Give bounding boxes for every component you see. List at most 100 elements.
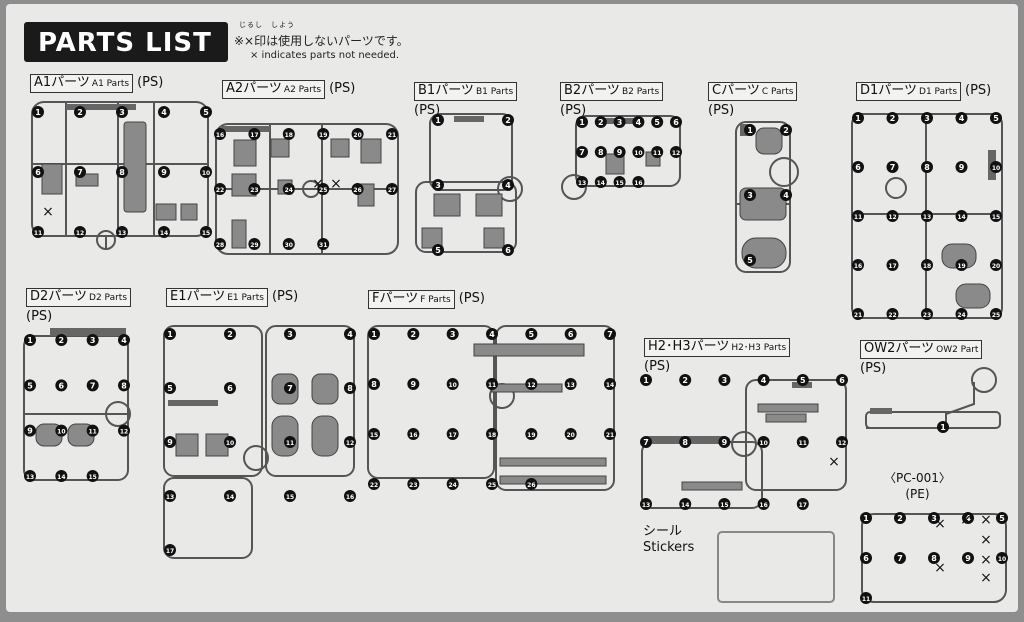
svg-text:17: 17 bbox=[888, 263, 896, 270]
svg-text:1: 1 bbox=[435, 116, 441, 125]
svg-text:1: 1 bbox=[27, 336, 33, 345]
svg-text:3: 3 bbox=[924, 114, 930, 123]
svg-text:11: 11 bbox=[854, 214, 862, 221]
part-marker-e1-10: 10 bbox=[224, 436, 236, 448]
svg-text:15: 15 bbox=[720, 502, 728, 509]
part-marker-pc-8: 8 bbox=[928, 552, 940, 564]
svg-text:4: 4 bbox=[959, 114, 965, 123]
runner-h-frame-upper bbox=[745, 379, 847, 491]
part-marker-e1-5: 5 bbox=[164, 382, 176, 394]
part-marker-a1-2: 2 bbox=[74, 106, 86, 118]
svg-text:9: 9 bbox=[161, 168, 167, 177]
part-marker-a2-19: 19 bbox=[317, 128, 330, 140]
part-marker-b2-7: 7 bbox=[576, 146, 588, 158]
svg-text:9: 9 bbox=[965, 554, 971, 563]
part-marker-a2-26: 26 bbox=[351, 183, 364, 195]
part-marker-a2-17: 17 bbox=[248, 128, 261, 140]
svg-text:2: 2 bbox=[682, 376, 688, 385]
svg-text:3: 3 bbox=[617, 118, 623, 127]
part-marker-d1-7: 7 bbox=[886, 161, 899, 173]
part-marker-a2-23: 23 bbox=[248, 183, 261, 195]
part-marker-f-4: 4 bbox=[486, 328, 498, 340]
part-marker-d1-1: 1 bbox=[852, 112, 864, 124]
svg-text:21: 21 bbox=[854, 312, 862, 319]
svg-text:2: 2 bbox=[59, 336, 65, 345]
part-marker-h-2: 2 bbox=[679, 374, 692, 386]
part-marker-e1-9: 9 bbox=[164, 436, 176, 448]
svg-text:11: 11 bbox=[488, 382, 496, 389]
runner-f-frame-right bbox=[495, 325, 615, 491]
part-marker-f-20: 20 bbox=[564, 428, 577, 440]
part-marker-h-16: 16 bbox=[757, 498, 770, 510]
part-marker-d1-5: 5 bbox=[990, 112, 1002, 124]
svg-text:14: 14 bbox=[606, 382, 614, 389]
part-marker-e1-14: 14 bbox=[224, 490, 236, 502]
runner-b1-frame bbox=[429, 113, 513, 191]
svg-text:16: 16 bbox=[854, 263, 862, 270]
svg-text:17: 17 bbox=[799, 502, 807, 509]
svg-text:5: 5 bbox=[529, 330, 535, 339]
part-marker-d2-10: 10 bbox=[55, 424, 68, 437]
svg-text:20: 20 bbox=[566, 432, 574, 439]
part-marker-f-8: 8 bbox=[368, 378, 380, 390]
svg-text:10: 10 bbox=[759, 440, 767, 447]
runner-ow2-frame bbox=[866, 382, 975, 429]
svg-text:2: 2 bbox=[783, 126, 789, 135]
svg-text:5: 5 bbox=[435, 246, 441, 255]
svg-text:25: 25 bbox=[319, 187, 327, 194]
part-marker-f-24: 24 bbox=[446, 478, 459, 490]
runner-b1-frame-lower bbox=[415, 181, 517, 253]
svg-text:1: 1 bbox=[579, 118, 585, 127]
svg-text:6: 6 bbox=[568, 330, 574, 339]
part-marker-f-26: 26 bbox=[525, 478, 538, 490]
part-marker-a2-31: 31 bbox=[317, 238, 330, 250]
part-marker-f-10: 10 bbox=[446, 378, 459, 390]
svg-text:13: 13 bbox=[578, 180, 586, 187]
svg-text:2: 2 bbox=[77, 108, 83, 117]
svg-text:17: 17 bbox=[166, 548, 174, 555]
part-marker-d2-7: 7 bbox=[86, 379, 99, 392]
unused-x-mark: × bbox=[980, 552, 992, 568]
part-marker-b1-1: 1 bbox=[432, 114, 444, 126]
svg-text:7: 7 bbox=[90, 381, 96, 390]
part-marker-a1-5: 5 bbox=[200, 106, 212, 118]
svg-text:16: 16 bbox=[634, 180, 642, 187]
part-marker-d1-12: 12 bbox=[886, 210, 899, 222]
svg-text:6: 6 bbox=[855, 163, 861, 172]
svg-text:15: 15 bbox=[286, 494, 294, 501]
svg-text:12: 12 bbox=[346, 440, 354, 447]
svg-text:20: 20 bbox=[992, 263, 1000, 270]
unused-x-mark: × bbox=[934, 516, 946, 532]
svg-text:6: 6 bbox=[227, 384, 233, 393]
svg-text:11: 11 bbox=[286, 440, 294, 447]
part-marker-f-5: 5 bbox=[525, 328, 538, 340]
svg-text:9: 9 bbox=[167, 438, 173, 447]
svg-text:2: 2 bbox=[890, 114, 896, 123]
svg-text:1: 1 bbox=[167, 330, 173, 339]
svg-text:6: 6 bbox=[863, 554, 869, 563]
svg-text:10: 10 bbox=[992, 165, 1000, 172]
svg-text:26: 26 bbox=[527, 482, 535, 489]
runner-b2-frame bbox=[575, 115, 681, 187]
part-marker-a1-10: 10 bbox=[200, 166, 212, 178]
svg-text:14: 14 bbox=[160, 230, 168, 237]
part-marker-h-17: 17 bbox=[796, 498, 809, 510]
part-marker-h-15: 15 bbox=[718, 498, 731, 510]
svg-text:4: 4 bbox=[505, 181, 511, 190]
svg-text:28: 28 bbox=[216, 242, 224, 249]
svg-text:3: 3 bbox=[119, 108, 125, 117]
svg-text:2: 2 bbox=[411, 330, 417, 339]
part-marker-b2-5: 5 bbox=[651, 116, 664, 128]
part-marker-d2-11: 11 bbox=[86, 424, 99, 437]
part-marker-d1-18: 18 bbox=[921, 259, 933, 271]
part-marker-a1-1: 1 bbox=[32, 106, 44, 118]
part-marker-a1-3: 3 bbox=[116, 106, 128, 118]
svg-text:12: 12 bbox=[672, 150, 680, 157]
part-marker-c-5: 5 bbox=[744, 254, 756, 266]
part-marker-f-14: 14 bbox=[604, 378, 616, 390]
part-marker-a1-15: 15 bbox=[200, 226, 212, 238]
svg-text:8: 8 bbox=[924, 163, 930, 172]
svg-text:12: 12 bbox=[527, 382, 535, 389]
